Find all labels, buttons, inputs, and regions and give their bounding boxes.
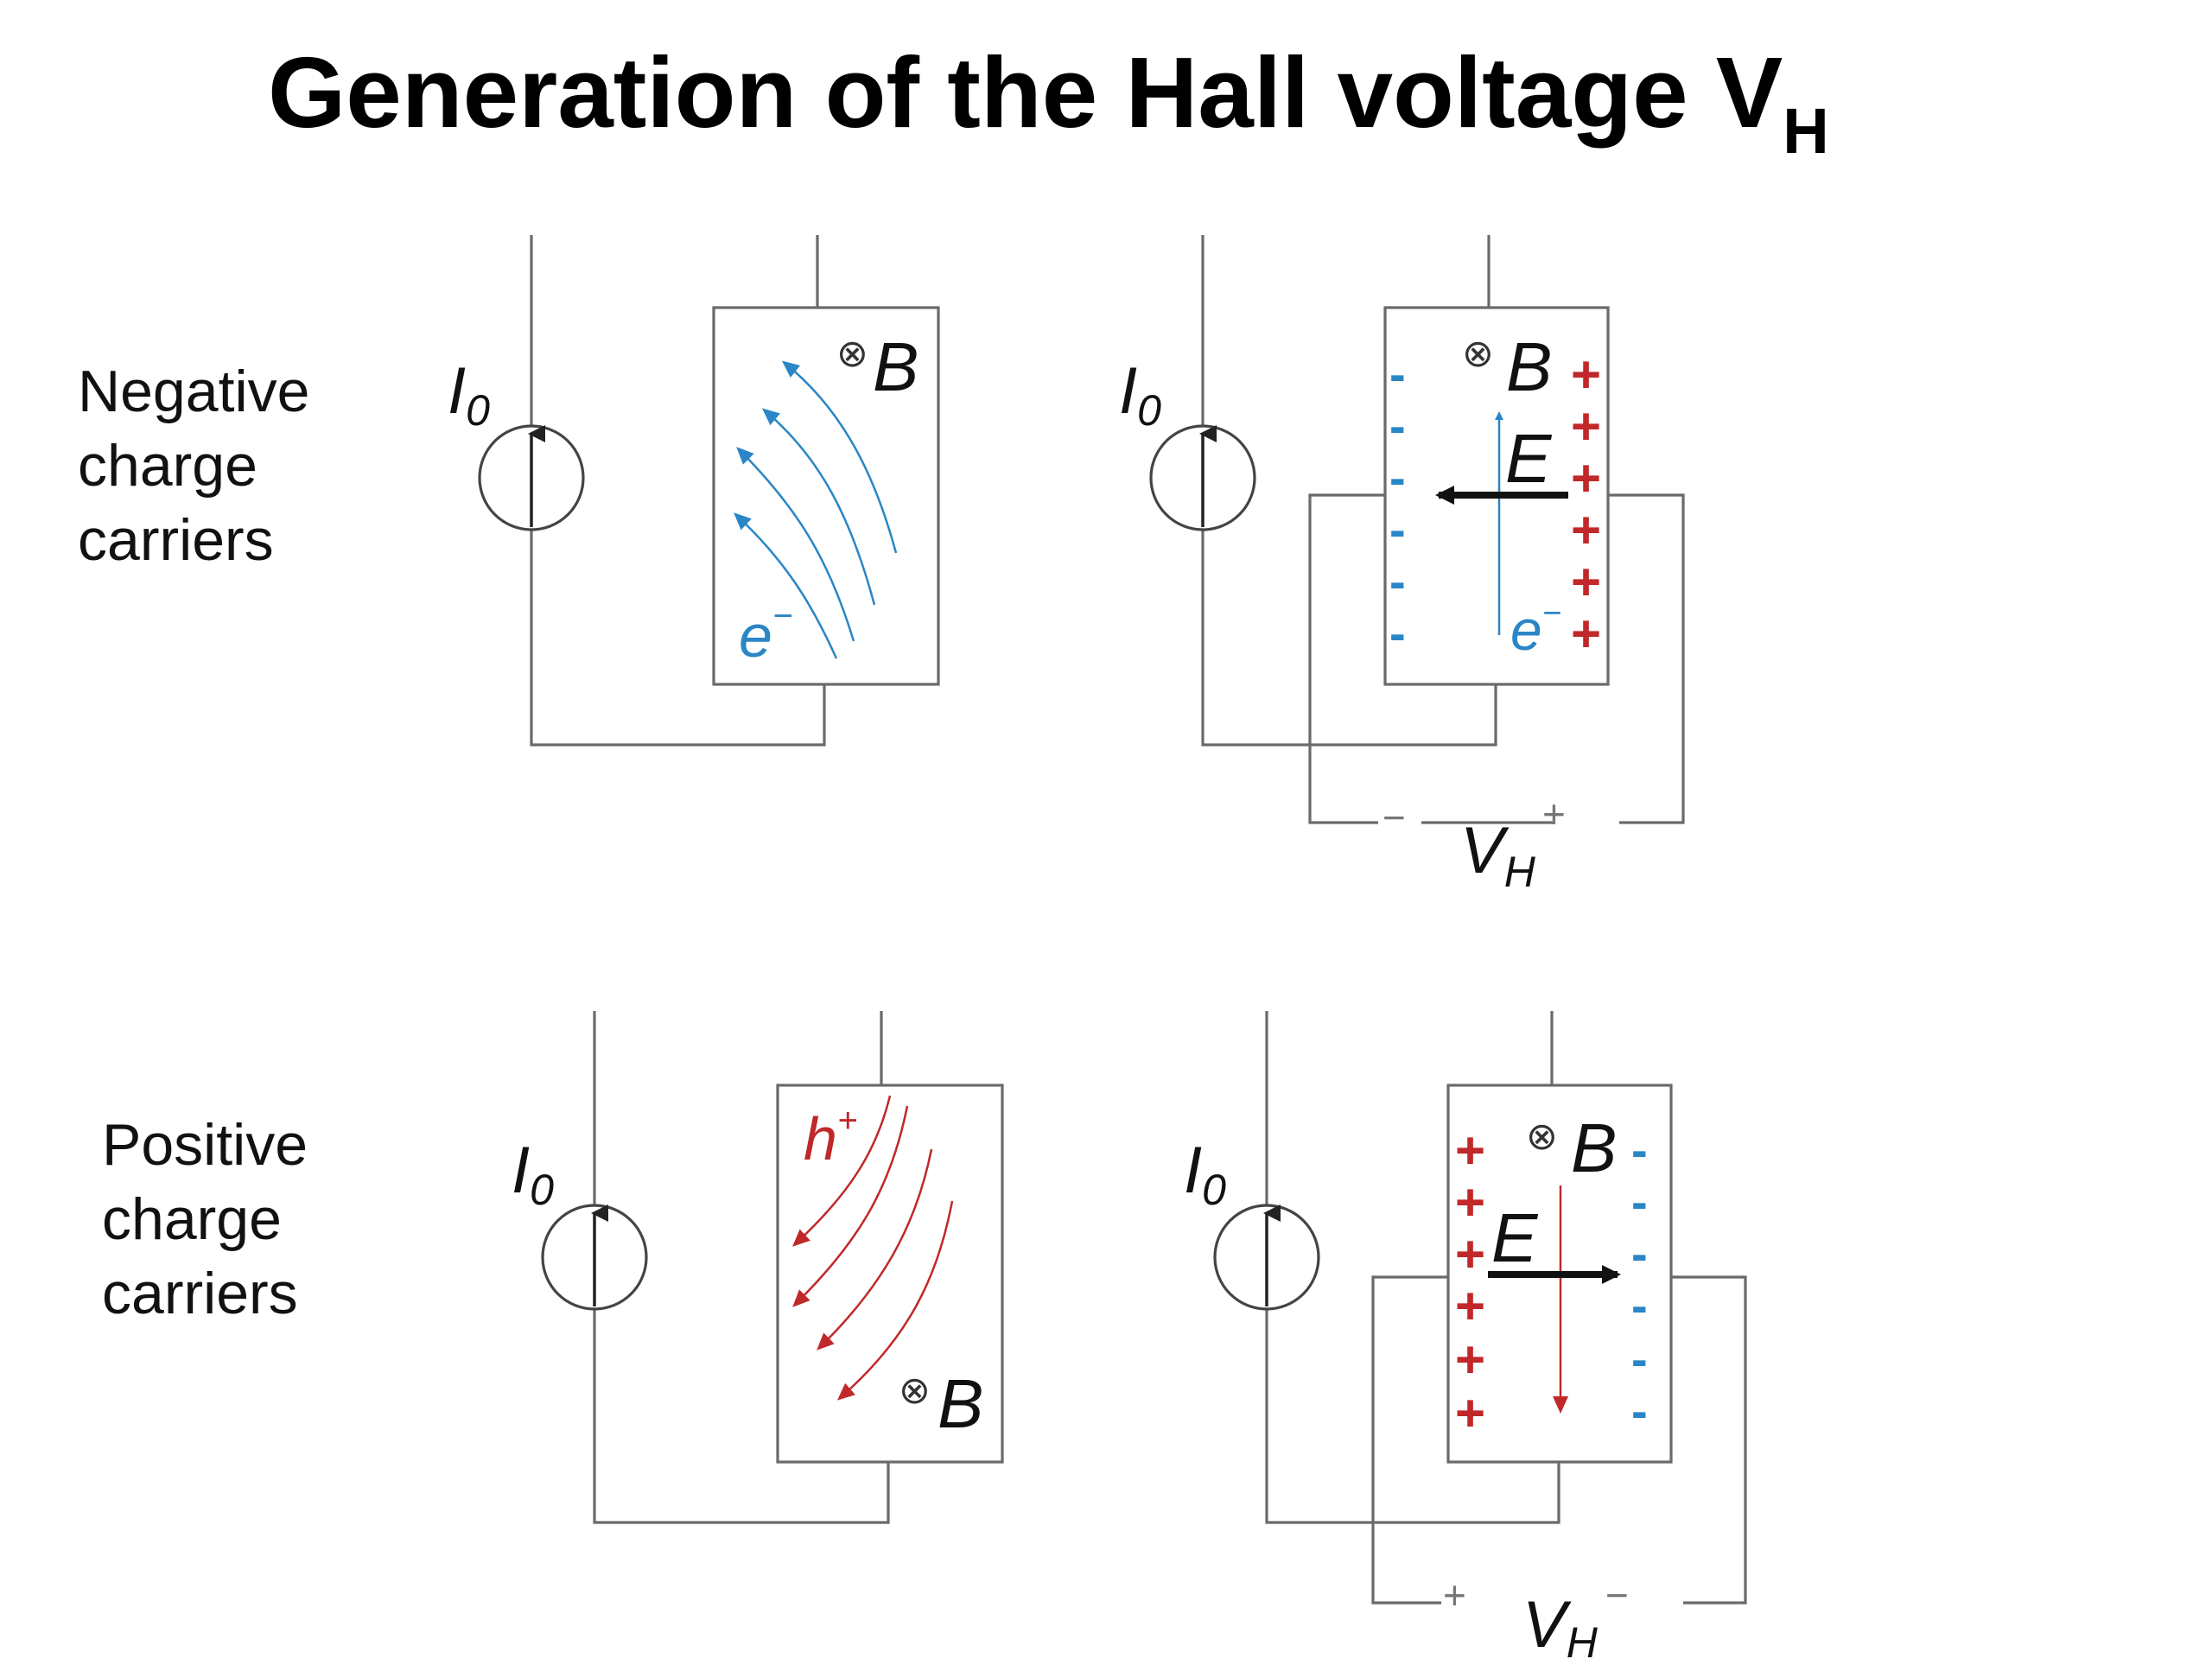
voltage-plus-terminal: + (1443, 1573, 1466, 1618)
electron-path (781, 360, 898, 554)
b-field-label: B (1506, 328, 1552, 405)
b-field-label: B (873, 328, 918, 405)
negative-charge-column: - - - - - - (1631, 1122, 1648, 1438)
positive-label-line: charge (102, 1186, 282, 1252)
current-label: I0 (1184, 1134, 1226, 1214)
negative-carriers-label: Negative charge carriers (78, 354, 309, 577)
hole-path (817, 1148, 933, 1351)
plus-charge: + (1571, 553, 1601, 611)
minus-charge: - (1631, 1226, 1648, 1281)
plus-charge: + (1455, 1277, 1485, 1335)
minus-charge: - (1631, 1332, 1648, 1386)
hole-path (792, 1105, 909, 1307)
plus-charge: + (1571, 449, 1601, 507)
plus-charge: + (1455, 1331, 1485, 1389)
b-field-into-page-icon: ⊗ (899, 1370, 931, 1412)
minus-charge: - (1631, 1383, 1648, 1438)
minus-charge: - (1389, 346, 1406, 401)
hole-label: h+ (804, 1102, 857, 1173)
semiconductor-slab (776, 1084, 1004, 1464)
page-title: Generation of the Hall voltage VH (268, 35, 1829, 168)
minus-charge: - (1389, 450, 1406, 505)
current-label: I0 (1119, 354, 1161, 435)
plus-charge: + (1455, 1122, 1485, 1179)
electron-path (736, 447, 855, 642)
plus-charge: + (1571, 605, 1601, 663)
positive-charge-column: + + + + + + (1455, 1122, 1485, 1442)
electron-label: e− (1510, 595, 1561, 662)
b-field-label: B (938, 1365, 983, 1442)
e-field-label: E (1491, 1199, 1539, 1276)
current-label: I0 (448, 354, 490, 435)
plus-charge: + (1571, 397, 1601, 455)
negative-label-line: carriers (78, 507, 274, 573)
e-field-label: E (1505, 420, 1553, 497)
electron-path (761, 408, 876, 606)
negative-charge-column: - - - - - - (1389, 346, 1406, 660)
minus-charge: - (1631, 1122, 1648, 1177)
current-label: I0 (512, 1134, 554, 1214)
panel-positive-deflection: I0 h+ ⊗ B (512, 1011, 1004, 1524)
minus-charge: - (1389, 502, 1406, 556)
minus-charge: - (1389, 398, 1406, 453)
panel-negative-hall-field: I0 ⊗ B E e− - - - - - - + + + + + + − + … (1119, 235, 1685, 896)
positive-label-line: Positive (102, 1112, 308, 1178)
positive-charge-column: + + + + + + (1571, 346, 1601, 663)
title-text: Generation of the Hall voltage V (268, 36, 1783, 149)
minus-charge: - (1631, 1278, 1648, 1332)
b-field-into-page-icon: ⊗ (1462, 333, 1494, 375)
plus-charge: + (1455, 1173, 1485, 1231)
plus-charge: + (1571, 346, 1601, 404)
negative-label-line: charge (78, 433, 257, 499)
negative-label-line: Negative (78, 359, 310, 424)
b-field-into-page-icon: ⊗ (836, 333, 868, 375)
hole-path (792, 1095, 892, 1247)
voltage-minus-terminal: − (1605, 1573, 1629, 1618)
b-field-label: B (1571, 1109, 1617, 1186)
hall-probe-wire (1608, 493, 1685, 824)
hall-probe-wire (1671, 1275, 1747, 1605)
electron-label: e− (739, 597, 792, 670)
panel-positive-hall-field: I0 ⊗ B E + + + + + + - - - - - - + − VH (1184, 1011, 1747, 1659)
hall-voltage-label: VH (1522, 1588, 1599, 1659)
plus-charge: + (1571, 501, 1601, 559)
panel-negative-deflection: I0 ⊗ B e− (448, 235, 940, 747)
voltage-plus-terminal: + (1542, 791, 1566, 836)
hole-path (836, 1200, 954, 1401)
minus-charge: - (1389, 554, 1406, 608)
plus-charge: + (1455, 1384, 1485, 1442)
minus-charge: - (1389, 606, 1406, 660)
positive-carriers-label: Positive charge carriers (102, 1108, 308, 1331)
hall-probe-wire (1371, 1275, 1448, 1605)
minus-charge: - (1631, 1174, 1648, 1229)
title-subscript: H (1783, 95, 1829, 167)
plus-charge: + (1455, 1225, 1485, 1283)
semiconductor-slab (712, 306, 940, 686)
hall-probe-wire (1308, 493, 1385, 824)
positive-label-line: carriers (102, 1261, 298, 1326)
b-field-into-page-icon: ⊗ (1526, 1116, 1558, 1158)
hall-voltage-label: VH (1460, 814, 1536, 896)
electron-path (734, 512, 838, 659)
voltage-minus-terminal: − (1382, 795, 1406, 840)
